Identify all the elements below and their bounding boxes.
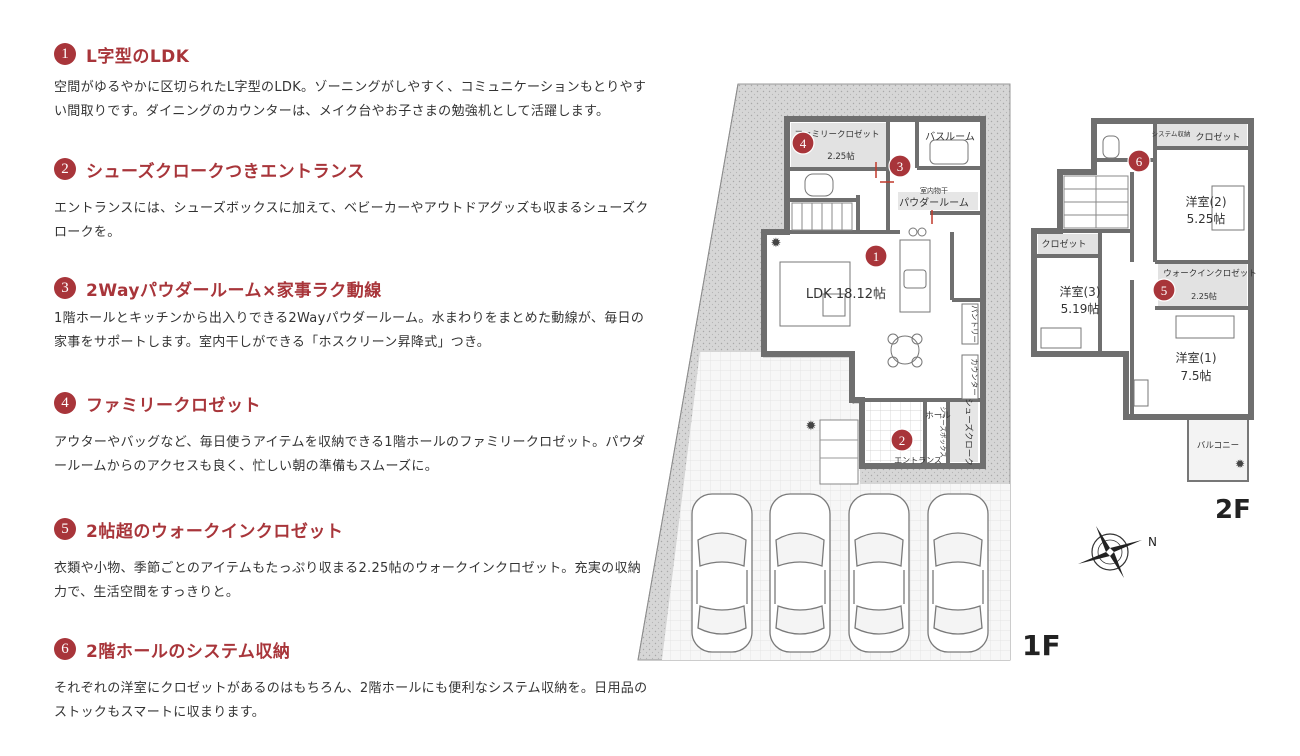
marker-1-label: 1 <box>873 249 880 264</box>
feature-4: 4 ファミリークロゼット アウターやバッグなど、毎日使うアイテムを収納できる1階ホ… <box>54 390 654 479</box>
room-family-closet: ファミリークロゼット <box>794 129 879 140</box>
room-shoes-cloak: シューズクローク <box>963 398 974 466</box>
marker-3-label: 3 <box>897 159 904 174</box>
feature-number-badge: 2 <box>54 158 76 180</box>
marker-1 <box>864 244 888 268</box>
marker-2-label: 2 <box>899 433 906 448</box>
room-wic: ウォークインクロゼット <box>1163 268 1257 279</box>
feature-description: 衣類や小物、季節ごとのアイテムもたっぷり収まる2.25帖のウォークインクロゼット… <box>54 561 642 600</box>
room-3-area: 5.19帖 <box>1061 301 1100 316</box>
room-1-area: 7.5帖 <box>1180 368 1211 383</box>
marker-5-label: 5 <box>1161 283 1168 298</box>
feature-number-badge: 6 <box>54 638 76 660</box>
marker-4 <box>791 131 815 155</box>
room-closet-left: クロゼット <box>1041 238 1086 250</box>
room-ldk: LDK 18.12帖 <box>806 287 886 302</box>
marker-6 <box>1127 149 1151 173</box>
car-icon <box>769 493 831 653</box>
feature-title: シューズクロークつきエントランス <box>86 161 365 182</box>
feature-title: 2帖超のウォークインクロゼット <box>86 521 344 542</box>
feature-title: 2Wayパウダールーム×家事ラク動線 <box>86 280 382 301</box>
car-icon <box>927 493 989 653</box>
room-balcony: バルコニー <box>1197 441 1239 451</box>
room-family-closet-area: 2.25帖 <box>827 151 855 162</box>
room-closet-top: クロゼット <box>1195 131 1240 143</box>
feature-1: 1 L字型のLDK 空間がゆるやかに区切られたL字型のLDK。ゾーニングがしやすく… <box>54 41 654 124</box>
feature-description: アウターやバッグなど、毎日使うアイテムを収納できる1階ホールのファミリークロゼッ… <box>54 435 646 474</box>
feature-2: 2 シューズクロークつきエントランス エントランスには、シューズボックスに加えて、… <box>54 156 654 245</box>
room-bath: バスルーム <box>925 131 975 143</box>
marker-6-label: 6 <box>1136 154 1143 169</box>
room-entrance: エントランス <box>894 456 942 465</box>
feature-description: それぞれの洋室にクロゼットがあるのはもちろん、2階ホールにも便利なシステム収納を… <box>54 681 648 720</box>
feature-title: ファミリークロゼット <box>86 395 261 416</box>
room-1: 洋室(1) <box>1176 350 1217 365</box>
room-shoes-box: シューズボックス <box>939 406 948 457</box>
plant-icon: ✹ <box>806 419 817 434</box>
room-hall: ホール <box>925 411 951 421</box>
marker-5 <box>1152 278 1176 302</box>
room-2-area: 5.25帖 <box>1187 211 1226 226</box>
car-icon <box>848 493 910 653</box>
drying-note: 室内物干 <box>920 186 948 195</box>
feature-title: L字型のLDK <box>86 46 190 67</box>
feature-6: 6 2階ホールのシステム収納 それぞれの洋室にクロゼットがあるのはもちろん、2階ホ… <box>54 636 654 725</box>
feature-description: エントランスには、シューズボックスに加えて、ベビーカーやアウトドアグッズも収まる… <box>54 201 649 240</box>
parking-cars <box>691 493 989 653</box>
floor1-label: 1F <box>1022 629 1061 662</box>
plant-icon: ✹ <box>1235 457 1245 471</box>
room-counter: カウンター <box>970 358 979 396</box>
room-powder: パウダールーム <box>899 196 969 209</box>
feature-number-badge: 1 <box>54 43 76 65</box>
feature-description: 1階ホールとキッチンから出入りできる2Wayパウダールーム。水まわりをまとめた動… <box>54 311 645 350</box>
room-wic-area: 2.25帖 <box>1191 291 1217 301</box>
plant-icon: ✹ <box>771 236 782 251</box>
compass-north: N <box>1148 535 1157 549</box>
feature-5: 5 2帖超のウォークインクロゼット 衣類や小物、季節ごとのアイテムもたっぷり収まる… <box>54 516 654 605</box>
floor2-plan: バルコニー ✹ <box>1031 118 1257 482</box>
room-3: 洋室(3) <box>1060 284 1101 299</box>
feature-description: 空間がゆるやかに区切られたL字型のLDK。ゾーニングがしやすく、コミュニケーショ… <box>54 80 647 119</box>
feature-number-badge: 4 <box>54 392 76 414</box>
marker-2 <box>890 428 914 452</box>
room-2: 洋室(2) <box>1186 194 1227 209</box>
feature-number-badge: 5 <box>54 518 76 540</box>
marker-4-label: 4 <box>800 136 807 151</box>
feature-title: 2階ホールのシステム収納 <box>86 641 291 662</box>
room-system-storage: システム収納 <box>1152 129 1191 138</box>
floor2-label: 2F <box>1215 495 1251 525</box>
feature-number-badge: 3 <box>54 277 76 299</box>
room-pantry: パントリー <box>970 305 979 343</box>
compass-icon: N <box>1078 526 1157 578</box>
feature-3: 3 2Wayパウダールーム×家事ラク動線 1階ホールとキッチンから出入りできる2W… <box>54 275 654 355</box>
car-icon <box>691 493 753 653</box>
floor1-house: ✹ ✹ ファミリークロゼット 2.25帖 バスルーム 室内物干 パウダールーム … <box>761 116 986 469</box>
marker-3 <box>888 154 912 178</box>
